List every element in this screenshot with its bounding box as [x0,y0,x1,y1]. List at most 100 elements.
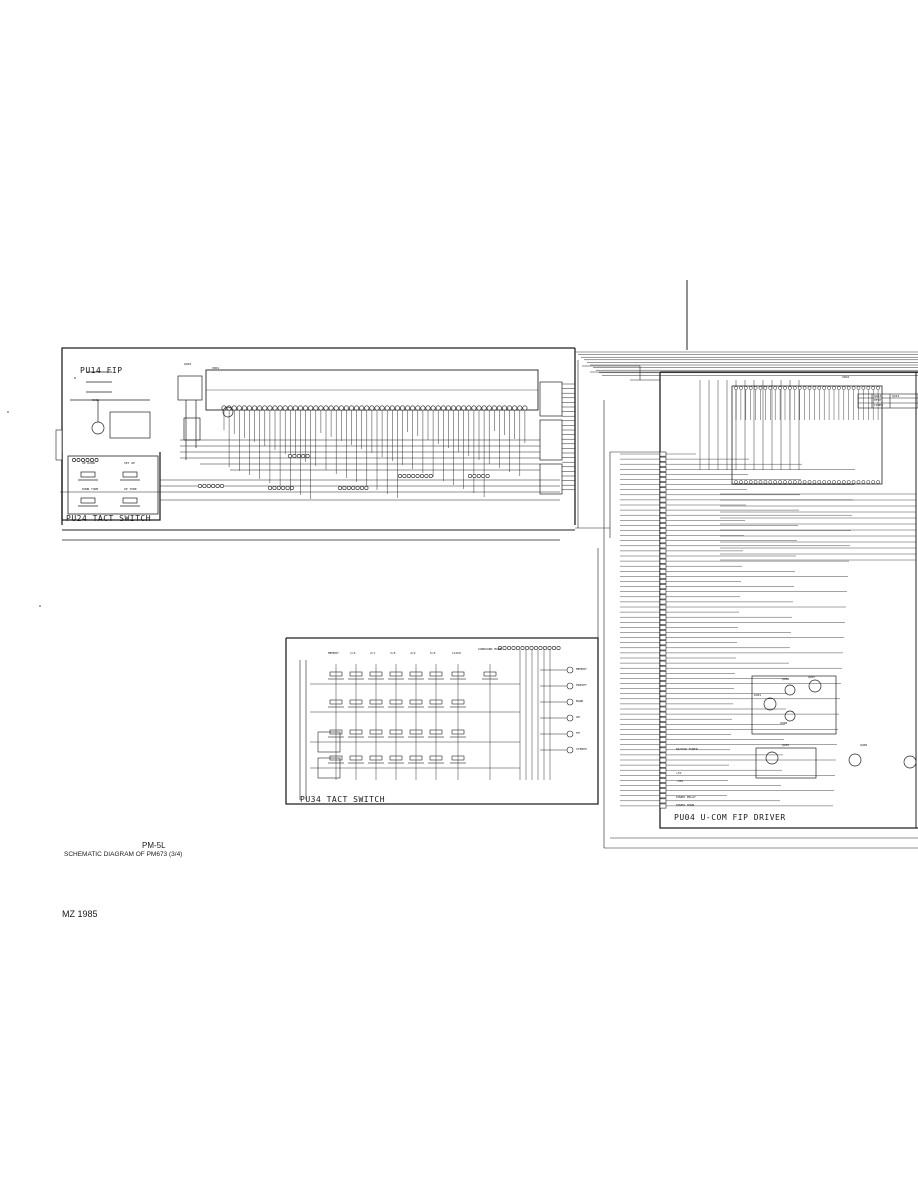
conn-pin [659,721,667,727]
connector-pin [220,483,225,488]
pu34-leds [540,666,574,754]
pu24-key-2: DOWN TUNE [82,487,99,491]
conn-pin [659,548,667,554]
fip-pin [343,405,349,411]
conn-pin [659,640,667,646]
qu09-label: QU09 [860,743,868,747]
connector-pin [296,453,301,458]
connector-pin [355,485,360,490]
sig-30v: -30V [676,779,684,783]
pu24-pin [85,458,90,462]
pu34-key-memory: MEMORY [328,651,339,655]
fip-pin [481,405,487,411]
pu24-pin [94,458,99,462]
model-label: PM-5L [142,841,166,850]
ic-pin [792,386,797,390]
connector-pin [428,473,433,478]
connector-pin [397,473,402,478]
ic-pin [856,480,861,484]
ic-pin [802,480,807,484]
led-preset: PRESET [576,683,587,687]
ic-pin [778,386,782,390]
fip-pin [486,405,492,411]
top-bus [575,351,918,470]
qu08-label: QU08 [780,721,788,725]
fip-pin [246,405,253,411]
ic-pin [856,386,861,390]
fip-pin [303,405,309,411]
conn-pin [659,604,667,610]
conn-pin [659,584,667,590]
conn-pin [659,691,667,697]
conn-pin [659,451,667,457]
ic-pin [812,480,817,484]
conn-pin [659,701,667,707]
table-r3: TIMER [874,403,884,407]
ic-pin [802,386,807,390]
sw15-switch [70,371,151,439]
pu34-key-surround: SURROUND MODE [478,647,502,651]
ic-pin [846,386,851,390]
connector-pin [359,485,364,490]
conn-pin [659,461,667,467]
fip-pin [512,405,518,411]
connector-pin [272,485,277,490]
pu34-power-switch [299,660,341,800]
fip-pin [313,405,319,411]
conn-pin [659,660,667,666]
pu34-pin [538,645,543,650]
connector-pin [267,485,272,490]
pu24-key-1: SET UP [124,461,135,465]
fip-pin [425,405,431,411]
ic-pin [788,386,792,390]
ic-pin [861,386,866,390]
conn-pin [659,579,667,584]
fip-pin [491,405,497,411]
connector-pin [419,473,424,478]
pu34-pin [506,645,511,650]
pu24-pin [81,458,85,462]
qu07-label: QU07 [808,675,816,679]
ic-pin [792,480,797,484]
fip-pin [348,405,355,411]
connector-pin [292,453,297,458]
fip-pin [374,405,380,411]
pu04-label: PU04 U-COM FIP DRIVER [674,813,786,822]
fip-pin [369,405,375,411]
conn-pin [659,681,667,686]
connector-pin [285,485,290,490]
connector-pin [305,453,310,458]
led-memory: MEMORY [576,667,587,671]
fip-pin [501,405,508,411]
conn-pin [659,599,667,605]
pu34-label: PU34 TACT SWITCH [300,795,386,804]
fip-pin [471,405,477,411]
pu34-pin [524,645,529,650]
fip-pin [354,405,360,411]
fip-pin [440,405,446,411]
connector-pin [202,483,207,488]
conn-pin [659,568,667,574]
conn-pin [659,686,667,692]
sig-backup: BACKUP TUNER [676,747,698,751]
fip-pin [384,405,390,411]
connector-pin [346,485,351,490]
ic-pin [748,386,753,390]
pu34-key-2: 2/7 [370,651,376,655]
fip-pin [257,405,263,411]
conn-pin [659,466,667,472]
connector-pin [476,473,481,478]
conn-pin [659,778,667,783]
conn-pin [659,630,667,635]
ic-pin [778,480,782,484]
pu34-pin [515,645,520,650]
ic-pin [871,386,876,390]
fip-pin [267,405,273,411]
ic-pin [876,480,880,484]
pu14-bus-lines [60,439,575,541]
pu34-pin [547,645,552,650]
conn-pin [659,742,667,748]
fip-pin [461,405,467,411]
fip-pin [435,405,441,411]
